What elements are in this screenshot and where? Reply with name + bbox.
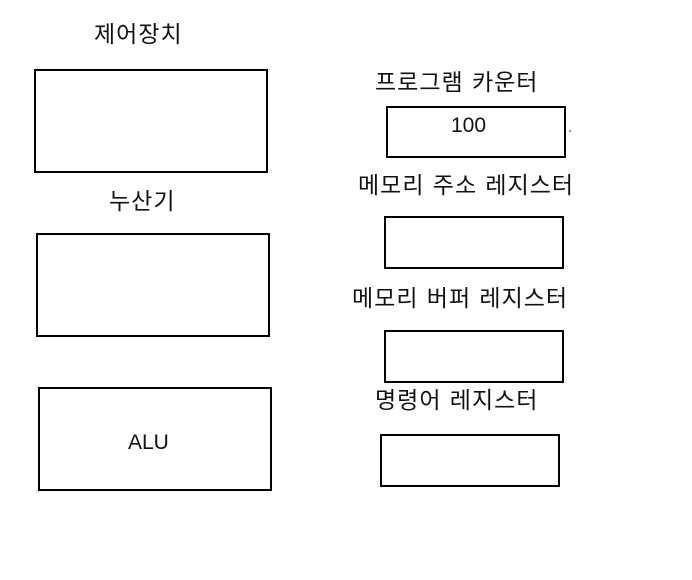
control-unit-label: 제어장치 <box>94 22 183 48</box>
memory-address-register-box <box>384 216 564 269</box>
accumulator-box <box>36 233 270 337</box>
alu-text: ALU <box>128 431 169 454</box>
memory-buffer-register-box <box>384 330 564 383</box>
instruction-register-label: 명령어 레지스터 <box>375 388 539 414</box>
control-unit-box <box>34 69 268 173</box>
memory-buffer-register-label: 메모리 버퍼 레지스터 <box>352 286 569 312</box>
alu-box: ALU <box>38 387 272 491</box>
instruction-register-box <box>380 434 560 487</box>
program-counter-box: 100 <box>386 106 566 158</box>
accumulator-label: 누산기 <box>109 189 176 215</box>
program-counter-value: 100 <box>451 114 487 137</box>
stray-dot-mark <box>569 130 571 132</box>
memory-address-register-label: 메모리 주소 레지스터 <box>358 173 575 199</box>
program-counter-label: 프로그램 카운터 <box>375 70 539 96</box>
